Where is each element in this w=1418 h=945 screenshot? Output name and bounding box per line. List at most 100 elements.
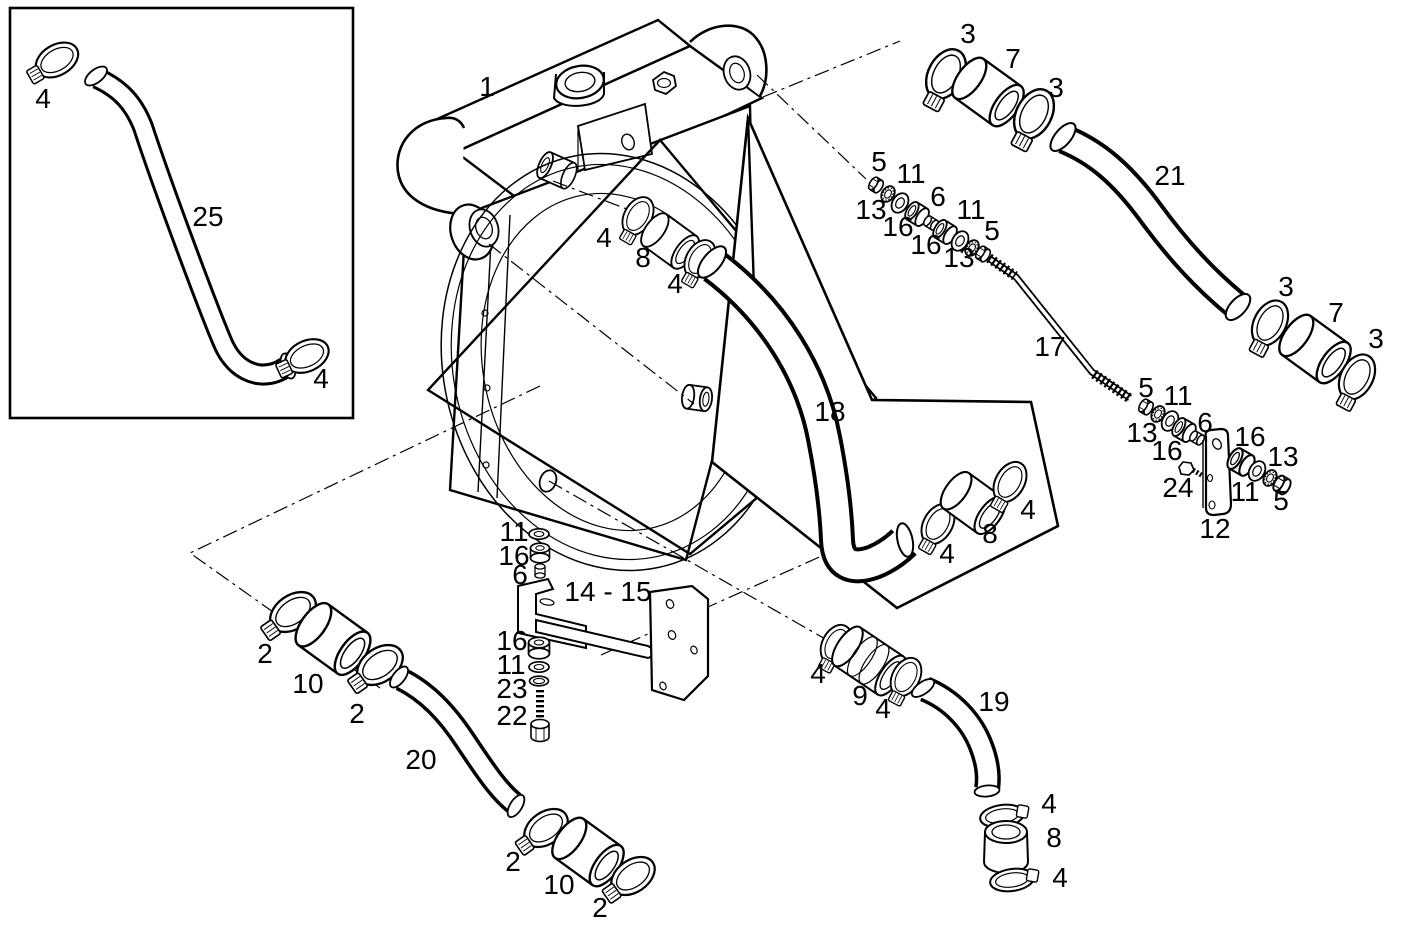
top-right-group <box>911 41 1064 157</box>
part-label-25: 25 <box>192 201 223 232</box>
part-label-4: 4 <box>939 538 955 569</box>
inset-box <box>8 6 355 420</box>
part-label-23: 23 <box>496 673 527 704</box>
hose-18 <box>696 245 917 584</box>
part-label-16: 16 <box>1234 421 1265 452</box>
part-label-10: 10 <box>543 869 574 900</box>
part-label-11: 11 <box>956 194 985 225</box>
spacer-6-icon <box>534 563 546 579</box>
washer-11-icon <box>528 527 550 541</box>
hose-25-end-opening <box>84 65 108 87</box>
part-label-4: 4 <box>596 222 612 253</box>
part-label-11: 11 <box>499 516 528 547</box>
part-label-16: 16 <box>1151 435 1182 466</box>
part-label-21: 21 <box>1154 160 1185 191</box>
part-label-4: 4 <box>35 83 51 114</box>
part-label-4: 4 <box>1020 494 1036 525</box>
radiator-bottom-port <box>538 469 558 493</box>
part-label-2: 2 <box>592 892 608 923</box>
part-label-16: 16 <box>496 625 527 656</box>
part-label-10: 10 <box>292 668 323 699</box>
hex-plug-icon <box>652 70 677 96</box>
pipe-17 <box>986 253 1132 403</box>
washer-11-icon <box>528 660 550 674</box>
part-label-2: 2 <box>257 638 273 669</box>
hose-20 <box>389 665 526 818</box>
hose-25-body <box>93 70 291 383</box>
part-label-24: 24 <box>1162 472 1193 503</box>
part-label-11: 11 <box>1230 476 1259 507</box>
part-label-4: 4 <box>313 363 329 394</box>
part-label-11: 11 <box>896 158 925 189</box>
group-4-8-4-bottom <box>977 800 1043 895</box>
part-label-6: 6 <box>512 559 528 590</box>
part-label-3: 3 <box>1048 72 1064 103</box>
part-label-3: 3 <box>1278 271 1294 302</box>
part-label-2: 2 <box>349 698 365 729</box>
part-label-19: 19 <box>978 686 1009 717</box>
part-label-11: 11 <box>496 649 525 680</box>
part-label-8: 8 <box>1046 822 1062 853</box>
hose-20-opening <box>506 794 526 818</box>
hose-19 <box>910 676 1001 798</box>
part-label-4: 4 <box>810 658 826 689</box>
mounting-pin-hole <box>722 55 752 91</box>
hose-19-opening <box>973 784 1001 798</box>
part-label-6: 6 <box>1197 407 1213 438</box>
group-4-9-4 <box>809 618 929 710</box>
nut-16-icon <box>527 636 551 660</box>
part-label-4: 4 <box>875 693 891 724</box>
bracket-fasteners-bottom <box>527 636 551 743</box>
part-label-13: 13 <box>1126 417 1157 448</box>
part-label-16: 16 <box>910 229 941 260</box>
part-label-16: 16 <box>498 540 529 571</box>
part-label-1: 1 <box>479 71 495 102</box>
part-label-14-15: 14 - 15 <box>564 576 651 607</box>
part-label-13: 13 <box>943 242 974 273</box>
part-label-20: 20 <box>405 744 436 775</box>
part-label-2: 2 <box>505 846 521 877</box>
part-label-4: 4 <box>1052 862 1068 893</box>
part-label-8: 8 <box>982 518 998 549</box>
part-label-5: 5 <box>1138 372 1154 403</box>
part-label-22: 22 <box>496 700 527 731</box>
filler-cap-icon <box>552 64 605 107</box>
radiator-assembly <box>396 18 768 562</box>
group-2-10-2-lower <box>507 800 663 910</box>
washer-23-icon <box>528 675 550 687</box>
part-label-13: 13 <box>855 194 886 225</box>
part-label-16: 16 <box>882 211 913 242</box>
part-label-5: 5 <box>1273 485 1289 516</box>
part-label-6: 6 <box>930 181 946 212</box>
part-label-8: 8 <box>635 242 651 273</box>
bolt-24 <box>1178 461 1205 479</box>
part-label-9: 9 <box>852 680 868 711</box>
part-label-3: 3 <box>1368 323 1384 354</box>
hose-21-opening <box>1049 121 1077 153</box>
hose-20-opening <box>389 665 409 689</box>
part-label-7: 7 <box>1005 43 1021 74</box>
part-label-5: 5 <box>984 215 1000 246</box>
part-label-5: 5 <box>871 146 887 177</box>
hose-18-opening <box>696 245 728 279</box>
hose-19-opening <box>910 678 936 698</box>
group-2-10-2-upper <box>252 582 412 701</box>
sleeve-8-icon <box>982 820 1030 874</box>
part-label-17: 17 <box>1034 331 1065 362</box>
bracket-fasteners-top <box>528 527 551 579</box>
part-label-7: 7 <box>1328 297 1344 328</box>
hose-21-opening <box>1224 292 1252 322</box>
part-label-12: 12 <box>1199 513 1230 544</box>
part-label-3: 3 <box>960 18 976 49</box>
bolt-22-icon <box>530 690 550 743</box>
radiator-bottom-pin <box>681 383 713 413</box>
part-label-11: 11 <box>1163 380 1192 411</box>
hose-18-opening <box>895 522 915 558</box>
bracket-12 <box>1202 427 1233 517</box>
bracket-14-15 <box>517 577 710 702</box>
hose-21 <box>1049 121 1252 322</box>
part-label-13: 13 <box>1267 441 1298 472</box>
mounting-ear <box>396 116 466 216</box>
